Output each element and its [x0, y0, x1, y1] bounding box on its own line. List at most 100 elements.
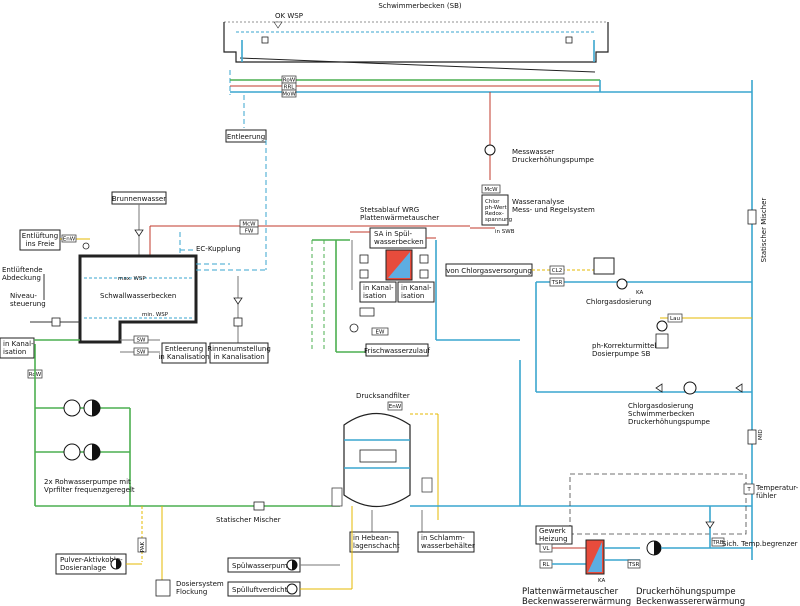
in-kanalisation-left-1: in Kanal-: [3, 340, 34, 348]
dosiersystem-1: Dosiersystem: [176, 580, 224, 588]
tag-row-text: RoW: [283, 78, 296, 84]
tag-cl2-text: CL2: [552, 268, 562, 274]
entlueftung-box: [19, 229, 61, 251]
swimming-pool: OK WSP: [223, 12, 609, 73]
ka-label: KA: [636, 290, 644, 296]
stetsablauf-label: Stetsablauf WRG: [360, 206, 419, 214]
gewerk-2: Heizung: [539, 535, 568, 543]
niveau-label: Niveau-: [10, 292, 37, 300]
max-wsp-label: max. WSP: [118, 276, 146, 282]
tag-ka2-text: KA: [598, 578, 606, 584]
ph-korrektur-2: Dosierpumpe SB: [592, 350, 651, 358]
schlamm-1: in Schlamm-: [421, 534, 465, 542]
rohwasser-1: 2x Rohwasserpumpe mit: [44, 478, 131, 486]
hebeanlage-box: [349, 531, 399, 553]
spuelluftverdichter-icon: [286, 583, 298, 595]
chlorgas-pump-icon: [616, 278, 628, 290]
spuelluftverdichter-label: Spülluftverdichter: [232, 586, 295, 594]
tag-mcw-text: McW: [484, 187, 498, 193]
pulver-1: Pulver-Aktivkohle-: [60, 556, 123, 564]
schwallwasserbecken-label: Schwallwasserbecken: [100, 292, 176, 300]
stetsablauf-pwt-label: Plattenwärmetauscher: [360, 214, 439, 222]
in-kanalisation-b-box: [397, 281, 435, 303]
tag-vl-text: VL: [543, 546, 551, 552]
ins-freie-label: ins Freie: [25, 240, 54, 248]
temperaturfuehler-2: fühler: [756, 492, 777, 500]
entleerung-top-box: [225, 129, 267, 143]
brunnenwasser-label: Brunnenwasser: [112, 195, 166, 203]
min-wsp-label: min. WSP: [142, 312, 169, 318]
pool-title: Schwimmerbecken (SB): [378, 2, 462, 10]
tag-rl-text: RL: [543, 562, 551, 568]
rinnen-2: in Kanalisation: [213, 353, 264, 361]
mess-regel-label: Mess- und Regelsystem: [512, 206, 595, 214]
frischwasser-label: Frischwasserzulauf: [364, 347, 431, 355]
chlorgas-sb-pump: [683, 381, 697, 395]
tag-trb-text: TRB: [712, 540, 724, 546]
statischer-mischer-bottom-label: Statischer Mischer: [216, 516, 281, 524]
in-swb-label: in SWB: [495, 229, 515, 235]
drucksandfilter: [343, 413, 411, 507]
dep-bottom-1: Druckerhöhungspumpe: [636, 587, 736, 597]
analyse-spannung: spannung: [485, 217, 512, 223]
temperaturfuehler-1: Temperatur-: [755, 484, 799, 492]
tag-tsr-text: TSR: [551, 280, 563, 286]
tag-lau-text: Lau: [670, 316, 680, 322]
in-kanalisation-a-1: in Kanal-: [363, 284, 394, 292]
entleerung-kanal-2: in Kanalisation: [158, 353, 209, 361]
sich-temp-label: Sich. Temp.begrenzer: [722, 540, 798, 548]
chlorgas-sb-3: Druckerhöhungspumpe: [628, 418, 710, 426]
wasseranalyse-label: Wasseranalyse: [512, 198, 564, 206]
in-kanalisation-a-2: isation: [363, 292, 386, 300]
sa-spuel-2: wasserbecken: [374, 238, 424, 246]
tag-entl-text: EnW: [63, 237, 76, 243]
entleerung-kanal-1: Entleerung: [165, 345, 203, 353]
ok-wsp-label: OK WSP: [275, 12, 303, 20]
in-kanalisation-left-2: isation: [3, 348, 26, 356]
ph-korrektur-1: ph-Korrekturmittel: [592, 342, 656, 350]
analyse-chlor: Chlor: [485, 199, 500, 205]
schwallwasserbecken: [78, 254, 198, 344]
chlorgas-sb-1: Chlorgasdosierung: [628, 402, 694, 410]
entlueftung-label: Entlüftung: [22, 232, 58, 240]
ph-dosing-pump-icon: [656, 320, 668, 332]
hebeanlage-1: in Hebean-: [353, 534, 392, 542]
dosiersystem-tank: [155, 579, 171, 597]
tag-pak-text: PAK: [140, 541, 146, 552]
schlamm-2: wasserbehälter: [421, 542, 475, 550]
in-kanalisation-left-box: [0, 337, 35, 359]
rinnenumstellung-box: [209, 342, 269, 364]
in-kanalisation-b-2: isation: [401, 292, 424, 300]
rohwasser-pump-2-filter: [63, 443, 81, 461]
statischer-mischer-right-label: Statischer Mischer: [760, 198, 768, 263]
tag-sw-text: SW: [137, 338, 146, 344]
pulver-2: Dosieranlage: [60, 564, 106, 572]
chlorgas-sb-2: Schwimmerbecken: [628, 410, 694, 418]
messwasser-pump-label: Druckerhöhungspumpe: [512, 156, 594, 164]
wasseranalyse-box: [481, 194, 509, 226]
tag-ew-text: EW: [376, 330, 385, 336]
in-kanalisation-a-box: [359, 281, 397, 303]
mid-sensor: [747, 429, 757, 445]
tag-entl2-text: EnW: [389, 404, 402, 410]
sa-spuel-1: SA in Spül-: [374, 230, 412, 238]
frischwasser-box: [365, 343, 429, 357]
messwasser-pump-icon: [484, 144, 496, 156]
spuelwasserpumpe-label: Spülwasserpumpe: [232, 562, 296, 570]
schlamm-box: [417, 531, 475, 553]
dosiersystem-2: Flockung: [176, 588, 207, 596]
tag-rrl-text: RRL: [284, 85, 296, 91]
tag-fw-text: FW: [245, 229, 254, 235]
rohwasser-pump-1-filter: [63, 399, 81, 417]
tag-t-text: T: [746, 487, 751, 493]
dep-bottom-2: Beckenwassererwärmung: [636, 597, 745, 606]
in-kanalisation-b-1: in Kanal-: [401, 284, 432, 292]
chlorgasdosierung-label: Chlorgasdosierung: [586, 298, 652, 306]
pwt-bottom-1: Plattenwärmetauscher: [522, 587, 619, 597]
ec-kupplung-label: EC-Kupplung: [196, 245, 241, 253]
pwt-bottom-2: Beckenwassererwärmung: [522, 597, 631, 606]
rohwasser-2: Vprfilter frequenzgeregelt: [44, 486, 135, 494]
mid-label: MID: [758, 429, 764, 440]
hebeanlage-2: lagenschacht: [353, 542, 400, 550]
